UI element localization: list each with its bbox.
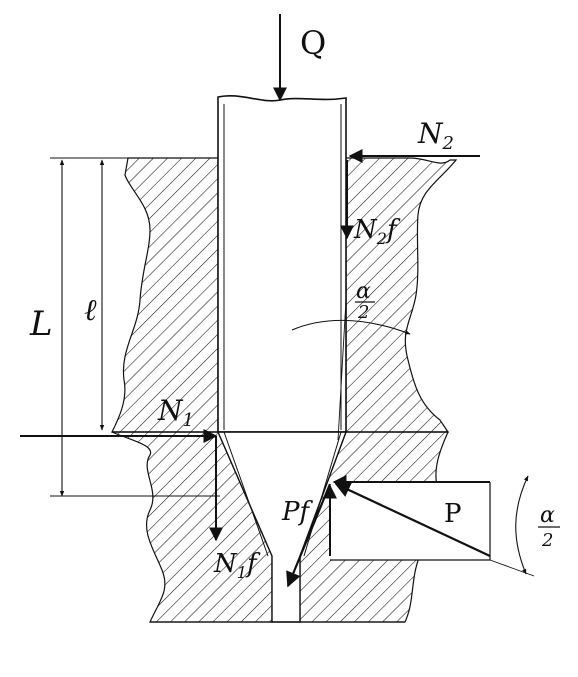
label-l: ℓ [84,293,97,328]
force-P-arrow [334,482,491,557]
label-alpha-right: α [540,503,555,528]
force-rectangle-window [330,482,490,560]
right-body-hatched [345,157,458,433]
cone-edge-left-inner [223,431,269,557]
label-Pf: Pf [281,497,313,527]
angle-ref-line-upper [337,299,347,441]
angle-arc-upper [291,319,411,335]
label-two-upper: 2 [357,302,369,323]
label-P: P [444,499,462,529]
label-two-right: 2 [541,530,553,551]
shaft [217,95,347,433]
cone-edge-right-inner [303,431,342,557]
label-N2: N2 [417,117,454,154]
label-N1: N1 [157,394,194,431]
force-Pf-arrow [286,483,332,588]
lower-left-body-hatched [111,431,273,623]
label-alpha-upper: α [356,279,371,304]
left-body-hatched [111,157,219,433]
label-Q: Q [300,24,326,62]
angle-arc-right [515,475,529,575]
angle-ref-line-right [489,559,535,577]
label-L: L [29,304,53,344]
